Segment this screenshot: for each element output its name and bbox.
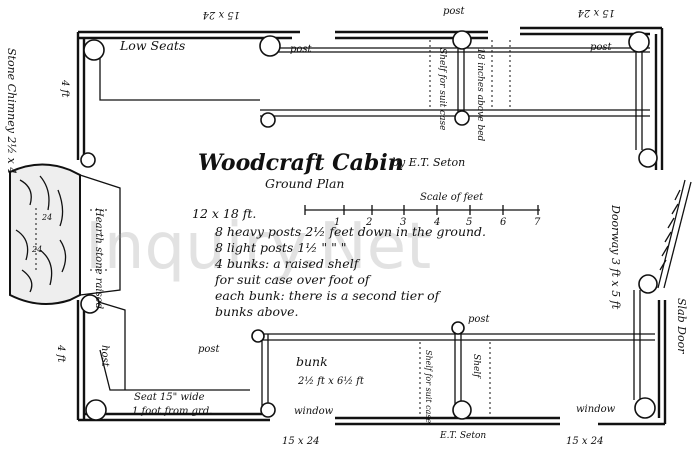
note-line: 12 x 18 ft. <box>192 206 256 221</box>
window-size-label: 15 x 24 <box>578 7 615 18</box>
scale-tick: 6 <box>500 217 507 228</box>
bunk-size-label: 2½ ft x 6½ ft <box>297 376 365 387</box>
low-seats-label: Low Seats <box>119 38 185 53</box>
post-marker <box>452 400 472 420</box>
note-line: 4 bunks: a raised shelf <box>214 256 361 271</box>
window-label: window <box>294 406 334 417</box>
shelf-label: Shelf for suit case <box>424 350 433 424</box>
note-line: each bunk: there is a second tier of <box>215 288 442 303</box>
post-marker <box>83 39 105 61</box>
window-size-label: 15 x 24 <box>203 9 240 20</box>
outer-walls <box>76 26 667 426</box>
post-marker <box>260 402 276 418</box>
post-marker <box>260 112 276 128</box>
slab-door-label: Slab Door <box>675 298 688 354</box>
post-marker <box>638 274 658 294</box>
scale-tick: 2 <box>365 217 372 228</box>
doorway <box>657 179 692 289</box>
note-line: bunks above. <box>215 304 298 319</box>
post-label: post <box>198 344 221 355</box>
note-line: for suit case over foot of <box>214 272 372 287</box>
post-marker <box>451 321 465 335</box>
dimension-label: 4 ft <box>55 344 66 363</box>
shelf-label: Shelf for suit case <box>437 48 447 130</box>
scale-label: Scale of feet <box>420 192 484 203</box>
scale-tick: 3 <box>400 217 406 228</box>
post-label: host <box>99 345 110 368</box>
post-marker <box>85 399 107 421</box>
post-marker <box>259 35 281 57</box>
doorway-label: Doorway 3 ft x 5 ft <box>609 204 622 310</box>
window-label: window <box>576 404 616 415</box>
stone-chimney <box>9 163 121 305</box>
scale-bar <box>304 205 540 215</box>
subtitle: Ground Plan <box>265 176 344 191</box>
dimension-label: 4 ft <box>59 79 70 98</box>
dimension-label: 24 <box>41 213 52 222</box>
top-bunk-frame <box>260 38 650 150</box>
post-marker <box>452 30 472 50</box>
scale-tick: 1 <box>334 217 340 228</box>
post-marker <box>628 31 650 53</box>
author-note: by E.T. Seton <box>392 156 465 169</box>
post-marker <box>251 329 265 343</box>
hearth-label: Hearth stone raised <box>93 207 104 309</box>
signature: E.T. Seton <box>439 431 486 441</box>
post-marker <box>80 294 100 314</box>
post-label: post <box>590 42 613 53</box>
window-size-label: 15 x 24 <box>566 436 603 447</box>
note-line: 8 heavy posts 2½ feet down in the ground… <box>215 224 486 239</box>
shelf-label: Shelf <box>471 354 481 379</box>
post-label: post <box>468 314 491 325</box>
shelf-height-label: 18 inches above bed <box>475 48 485 142</box>
seat-height-label: 1 foot from grd. <box>132 406 212 417</box>
watermark: Inquiry.Net <box>85 210 431 284</box>
seat-label: Seat 15" wide <box>134 392 205 403</box>
note-line: 8 light posts 1½ " " " <box>215 240 347 255</box>
post-label: post <box>290 44 313 55</box>
seat-lines <box>91 48 260 391</box>
scale-tick: 7 <box>534 217 541 228</box>
post-marker <box>80 152 96 168</box>
bunk-label: bunk <box>296 354 328 369</box>
post-marker <box>638 148 658 168</box>
scale-tick: 5 <box>466 217 472 228</box>
posts <box>80 30 658 421</box>
post-marker <box>634 397 656 419</box>
dimension-label: 24 <box>31 245 42 254</box>
window-size-label: 15 x 24 <box>282 436 319 447</box>
chimney-label: Stone Chimney 2½ x 4 <box>5 48 18 174</box>
post-marker <box>454 110 470 126</box>
post-label: post <box>443 6 466 17</box>
scale-tick: 4 <box>433 217 440 228</box>
diagram-title: Woodcraft Cabin <box>198 150 404 176</box>
